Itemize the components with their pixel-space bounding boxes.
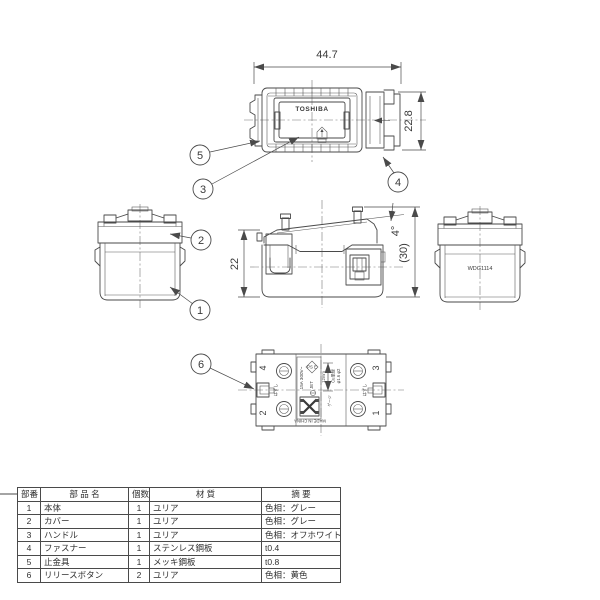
dim-front-height: 22 — [229, 229, 260, 298]
table-cell: ユリア — [149, 568, 262, 583]
rating-label: 15A 300V~ — [299, 366, 304, 389]
wiring-diagram — [299, 396, 320, 417]
terminal-1-label: 1 — [371, 410, 381, 415]
header-part-name: 部 品 名 — [40, 487, 129, 502]
table-cell: 2 — [17, 514, 41, 529]
release-label-right: はずし — [361, 384, 368, 397]
table-cell: 6 — [17, 568, 41, 583]
header-remarks: 摘 要 — [261, 487, 341, 502]
dim-top-height: 22.8 — [398, 91, 426, 151]
table-cell: 4 — [17, 541, 41, 556]
table-cell: 色相：オフホワイト — [261, 527, 341, 542]
callout-2: 2 — [198, 235, 204, 247]
callout-1: 1 — [197, 305, 203, 317]
callouts: 5 3 4 2 1 6 — [169, 136, 409, 390]
table-cell: 5 — [17, 554, 41, 569]
dim-handle-angle-label: 4° — [390, 226, 402, 237]
table-cell: 1 — [128, 500, 150, 515]
table-cell: 本体 — [40, 500, 129, 515]
table-cell: 色相：グレー — [261, 500, 341, 515]
table-cell: ファスナー — [40, 541, 129, 556]
dim-handle-angle: 4° — [366, 202, 405, 237]
gauge-label: ゲージ — [327, 395, 332, 407]
table-cell: リリースボタン — [40, 568, 129, 583]
wire-type-label: Cu単線 — [330, 368, 337, 383]
wire-sizes-label: φ1.6 φ2 — [336, 368, 341, 383]
terminal-4-label: 4 — [258, 365, 268, 370]
terminal-2-label: 2 — [258, 410, 268, 415]
header-part-no: 部番 — [17, 487, 41, 502]
front-view — [250, 200, 404, 308]
table-cell: t0.4 — [261, 541, 341, 556]
callout-3: 3 — [200, 184, 206, 196]
strip-length-label: 12mm — [321, 371, 326, 383]
right-side-view: WDG1114 — [434, 206, 526, 310]
svg-text:PS E: PS E — [307, 365, 317, 370]
bottom-view: 4 2 はずし 3 1 はずし 15A 300V~ PS E — [238, 344, 404, 436]
table-cell: 1 — [128, 554, 150, 569]
release-label-left: はずし — [272, 384, 279, 397]
dim-top-height-label: 22.8 — [403, 110, 415, 131]
release-button-left: はずし — [256, 382, 279, 398]
svg-text:JET: JET — [309, 381, 314, 389]
fastener-arrow-icon — [374, 117, 382, 124]
table-cell: 1 — [17, 500, 41, 515]
callout-4: 4 — [395, 177, 401, 189]
release-pictogram-icon — [316, 126, 328, 143]
dim-top-width: 44.7 — [253, 49, 402, 84]
table-cell: t0.8 — [261, 554, 341, 569]
top-view: TOSHIBA — [244, 80, 426, 162]
dim-front-height-label: 22 — [229, 258, 241, 270]
pse-mark-icon: PS E — [305, 360, 319, 374]
table-cell: 1 — [128, 541, 150, 556]
model-label: WDG1114 — [468, 266, 493, 272]
table-cell: 3 — [17, 527, 41, 542]
header-quantity: 個数 — [128, 487, 150, 502]
callout-5: 5 — [197, 150, 203, 162]
table-cell: ユリア — [149, 500, 262, 515]
left-side-view — [94, 204, 186, 308]
table-cell: ユリア — [149, 527, 262, 542]
table-cell: 1 — [128, 514, 150, 529]
jet-mark: JET — [309, 381, 316, 396]
table-cell: カバー — [40, 514, 129, 529]
table-cell: ハンドル — [40, 527, 129, 542]
callout-6: 6 — [198, 359, 204, 371]
origin-label: MADE IN CHINA — [294, 419, 326, 424]
dim-top-width-label: 44.7 — [316, 49, 337, 61]
table-header-row: 部番 部 品 名 個数 材 質 摘 要 — [17, 487, 341, 502]
table-cell: 2 — [128, 568, 150, 583]
brand-label: TOSHIBA — [295, 106, 328, 113]
header-material: 材 質 — [149, 487, 262, 502]
table-cell: 色相：黄色 — [261, 568, 341, 583]
table-cell: 1 — [128, 527, 150, 542]
dim-overall-height-label: (30) — [398, 243, 410, 263]
terminal-3-label: 3 — [371, 365, 381, 370]
table-cell: ユリア — [149, 514, 262, 529]
table-cell: 色相：グレー — [261, 514, 341, 529]
table-cell: メッキ鋼板 — [149, 554, 262, 569]
dim-overall-height: (30) — [364, 206, 420, 298]
table-cell: ステンレス鋼板 — [149, 541, 262, 556]
release-button-right: はずし — [361, 382, 386, 398]
table-cell: 止金具 — [40, 554, 129, 569]
